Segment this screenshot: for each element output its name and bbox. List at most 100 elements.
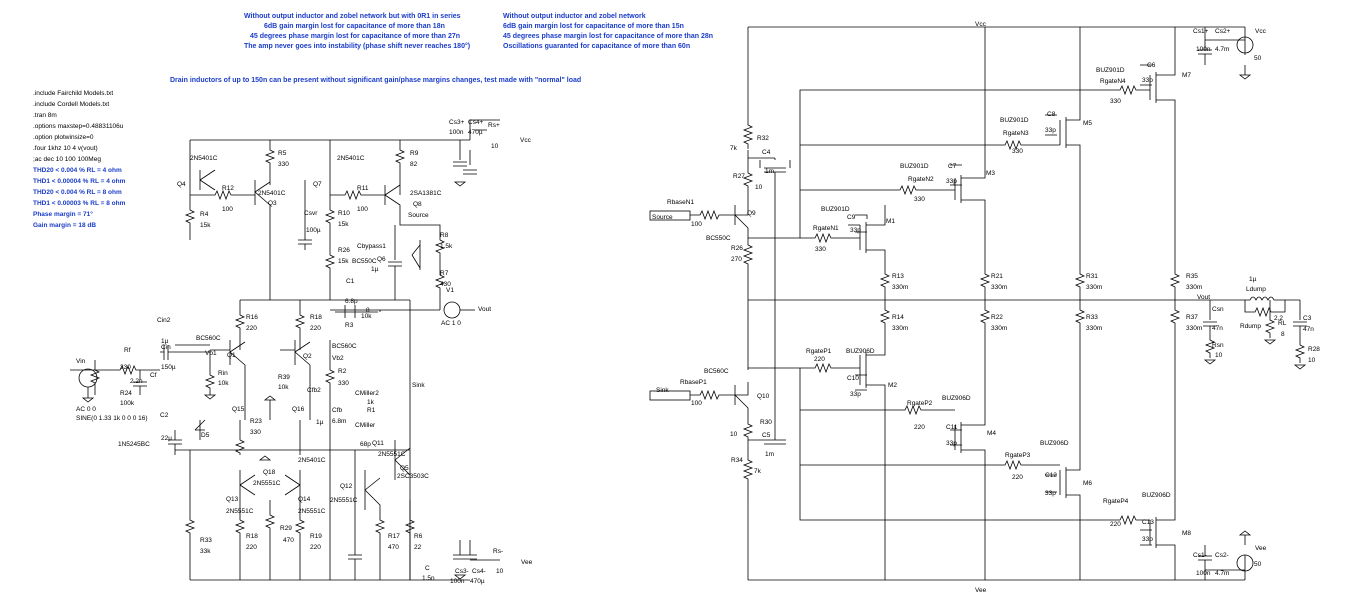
label-q7m: 2N5401C: [337, 155, 365, 162]
label-cfv: 2.2n: [130, 378, 143, 385]
label-rd: Rdump: [1240, 323, 1261, 330]
label-cs4: Cs4+: [468, 119, 484, 126]
label-r18: R18: [310, 314, 322, 321]
label-c2v: 22µ: [161, 435, 172, 442]
label-c6: C6: [1147, 62, 1156, 69]
label-r3: R3: [345, 322, 354, 329]
label-r10: R10: [338, 210, 350, 217]
label-c13: C13: [1142, 519, 1154, 526]
label-c6v: 33p: [1142, 77, 1153, 84]
label-c5v: 1m: [765, 451, 775, 458]
label-snk: Sink: [656, 387, 669, 394]
label-cin2: Cin2: [157, 317, 171, 324]
label-veer: Vee: [1255, 545, 1267, 552]
label-rspv: 10: [491, 143, 499, 150]
note-series-or1: Without output inductor and zobel networ…: [244, 12, 470, 52]
label-r6v: 22: [414, 544, 422, 551]
output-network: [1198, 36, 1307, 572]
label-c11v: 33p: [946, 440, 957, 447]
label-r23v: 330: [250, 429, 261, 436]
label-r17: R17: [388, 533, 400, 540]
label-q18: Q18: [263, 469, 276, 476]
label-rgn4v: 330: [1110, 98, 1121, 105]
label-rgp2v: 220: [914, 424, 925, 431]
label-ccv: 1.5n: [422, 575, 435, 582]
directive-line: .include Fairchild Models.txt: [33, 90, 114, 97]
label-r3n: 8: [366, 307, 370, 314]
driver-stage: [649, 89, 1240, 521]
label-v1v: AC 1 0: [441, 320, 461, 327]
label-q1m: BC560C: [196, 335, 221, 342]
label-c5: C5: [762, 432, 771, 439]
label-r18bv: 220: [246, 544, 257, 551]
label-cmv: 68p: [360, 441, 371, 448]
label-r21: R21: [991, 273, 1003, 280]
label-vccr: Vcc: [1255, 28, 1266, 35]
label-c7v: 33p: [946, 178, 957, 185]
label-q1: Q1: [227, 352, 236, 359]
note-line: Oscillations guaranted for capacitance o…: [503, 43, 691, 50]
label-r19v: 220: [310, 544, 321, 551]
label-q4: Q4: [177, 181, 186, 188]
label-cbyp: Cbypass1: [357, 243, 386, 250]
note-line: Without output inductor and zobel networ…: [503, 13, 646, 20]
label-r33b: R33: [1086, 314, 1098, 321]
label-r4: R4: [200, 211, 209, 218]
label-c12: C12: [1045, 472, 1057, 479]
label-cin2v: 1µ: [161, 338, 169, 345]
label-r26bv: 270: [731, 256, 742, 263]
label-r12: R12: [222, 185, 234, 192]
label-rbnv: 100: [691, 221, 702, 228]
label-bn3: BUZ901D: [1000, 117, 1029, 124]
label-r33: R33: [200, 537, 212, 544]
result-line: THD1 < 0.00004 % RL = 4 ohm: [33, 178, 126, 185]
label-vinv: AC 0 0: [76, 406, 96, 413]
label-r9: R9: [410, 150, 419, 157]
label-cinv: 150µ: [161, 364, 176, 371]
label-vb2: Vb2: [332, 355, 344, 362]
label-rsmv: 10: [496, 568, 504, 575]
label-r26b: R26: [731, 245, 743, 252]
label-r34: R34: [731, 457, 743, 464]
label-r6: R6: [414, 533, 423, 540]
label-r17v: 470: [388, 544, 399, 551]
label-m2: M2: [888, 382, 898, 389]
label-vcc: Vcc: [520, 137, 531, 144]
label-r27v: 10: [755, 184, 763, 191]
label-cs2mv: 4.7m: [1215, 570, 1230, 577]
label-cf: Cf: [150, 372, 157, 379]
note-line: 6dB gain margin lost for capacitance of …: [503, 23, 684, 30]
label-vcct: Vcc: [975, 21, 986, 28]
label-q9m: BC550C: [706, 235, 731, 242]
label-r19: R19: [310, 533, 322, 540]
label-r37: R37: [1186, 314, 1198, 321]
label-q5m: 2SC3503C: [397, 473, 429, 480]
label-r14v: 330m: [892, 325, 909, 332]
label-q10m: BC560C: [704, 368, 729, 375]
label-r22v: 330m: [991, 325, 1008, 332]
label-rl: RL: [1278, 320, 1287, 327]
label-src: Source: [652, 214, 673, 221]
label-bn1: BUZ901D: [821, 206, 850, 213]
label-q8: Q8: [413, 201, 422, 208]
label-q5: Q5: [400, 465, 409, 472]
label-q3m: 2N5401C: [258, 190, 286, 197]
label-c10: C10: [847, 375, 859, 382]
label-csvrv: 100µ: [306, 227, 321, 234]
label-rsn: Rsn: [1212, 342, 1224, 349]
note-line: 45 degrees phase margin lost for capacit…: [250, 33, 461, 40]
label-c8v: 33p: [1045, 127, 1056, 134]
label-q8n: Source: [408, 212, 429, 219]
label-rdv: 2.2: [1274, 315, 1284, 322]
label-rgp1: RgateP1: [806, 348, 832, 355]
label-c8: C8: [1047, 111, 1056, 118]
label-r28v: 10: [1308, 357, 1316, 364]
label-q4m: 2N5401C: [190, 155, 218, 162]
label-rgn3v: 330: [1012, 148, 1023, 155]
label-cs4m: Cs4-: [472, 568, 486, 575]
label-rinv: 10k: [218, 380, 229, 387]
label-rgn2v: 330: [914, 196, 925, 203]
label-cs3mv: 100n: [450, 578, 465, 585]
label-rbp: RbaseP1: [680, 379, 707, 386]
label-rf: Rf: [124, 347, 131, 354]
